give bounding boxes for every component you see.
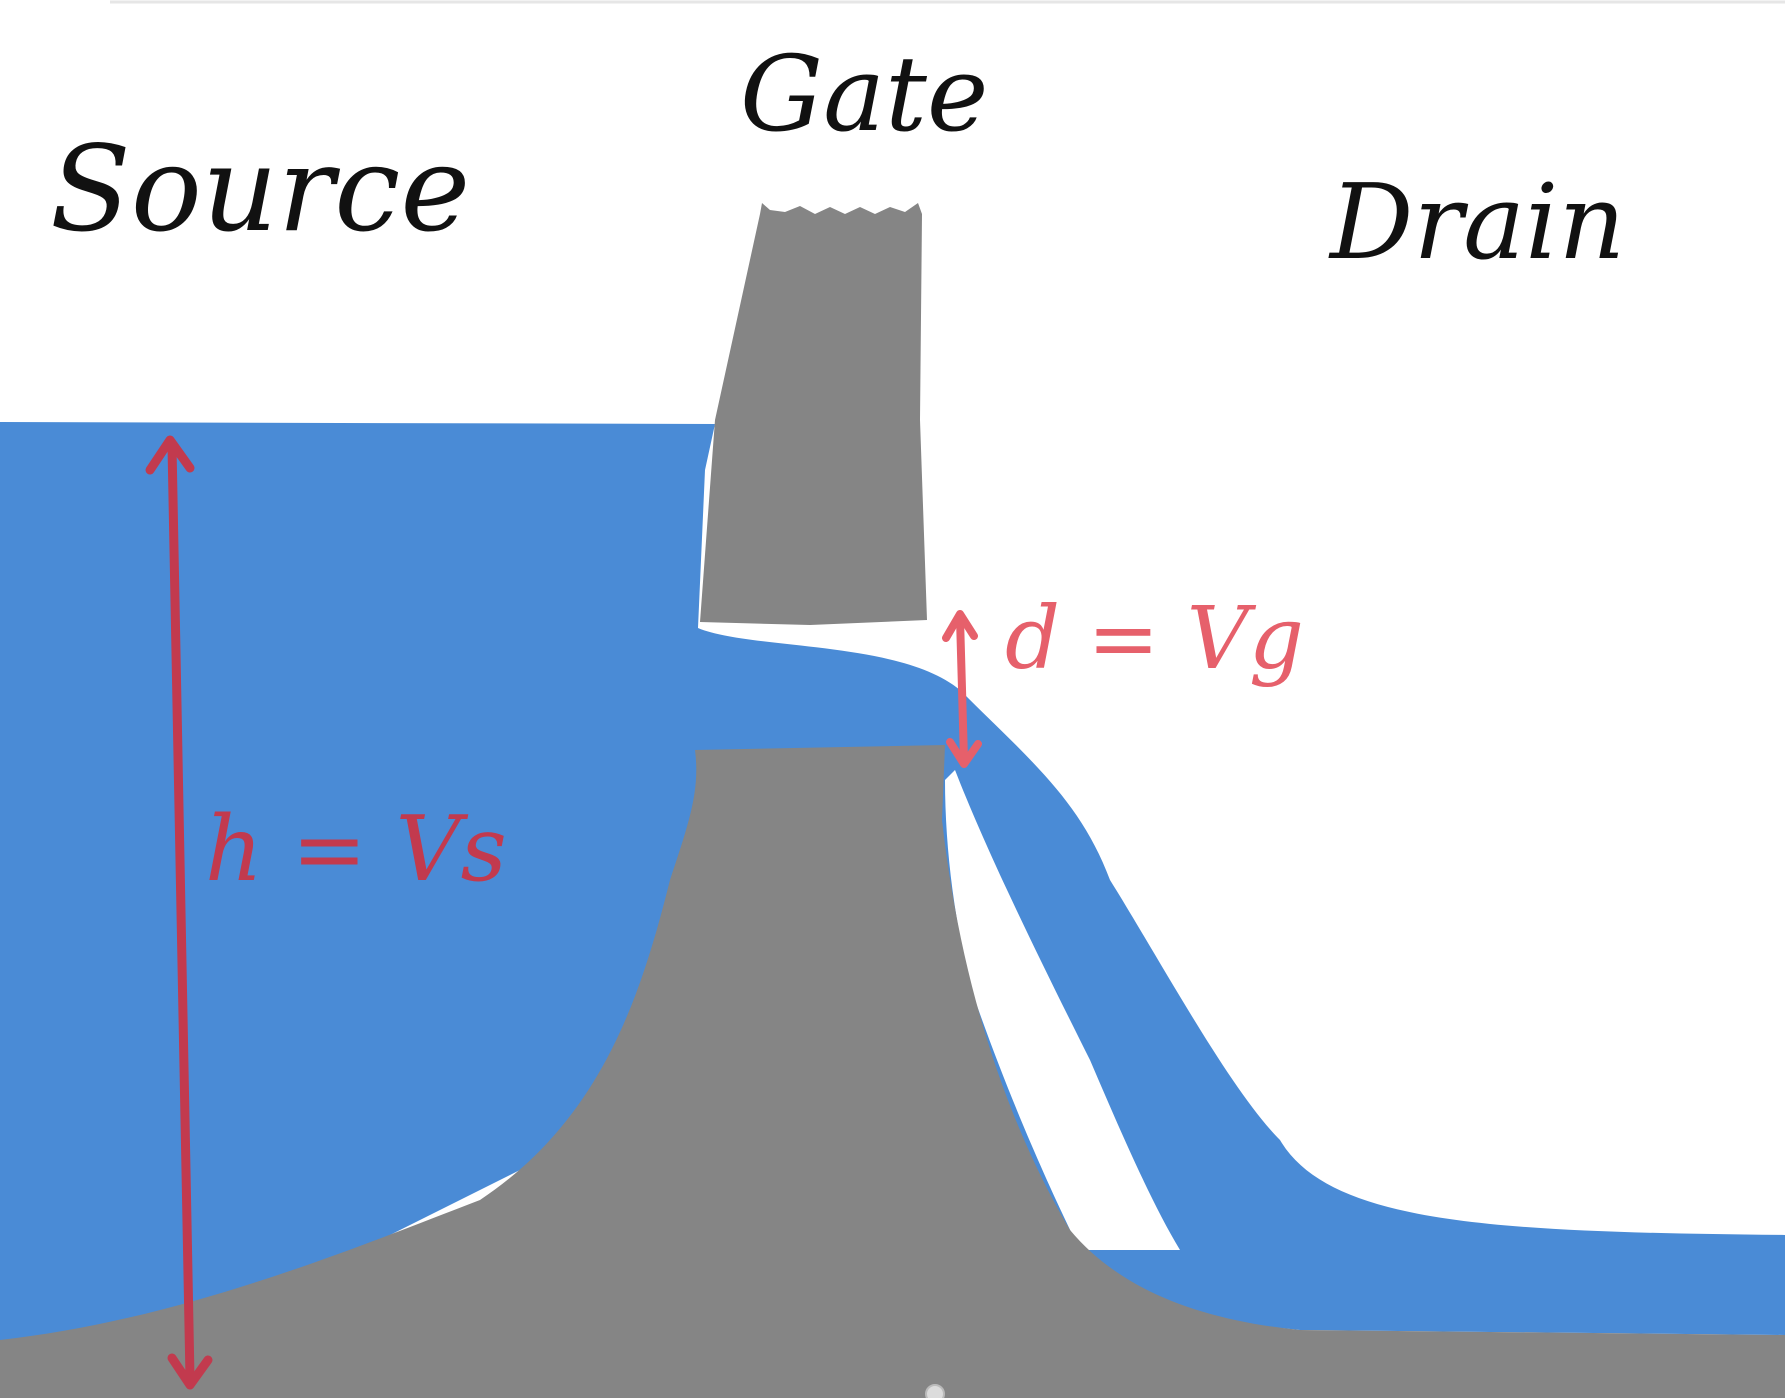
height-annotation: h = Vs [205,797,507,902]
channel-floor [0,745,1785,1398]
page-indicator-dot [925,1384,945,1398]
air-gap-under-fall [945,770,1180,1250]
gap-arrow-bottom-head [946,738,982,768]
source-label: Source [50,120,470,258]
gate-label: Gate [740,33,988,155]
gap-arrow-top-head [942,610,978,642]
gap-arrow-shaft [956,614,968,764]
gap-annotation: d = Vg [1005,589,1304,689]
drain-label: Drain [1328,161,1625,283]
height-arrow-top-head [145,435,195,475]
height-arrow-shaft [167,441,195,1383]
gate-block [700,203,927,625]
height-arrow-bottom-head [167,1353,213,1390]
